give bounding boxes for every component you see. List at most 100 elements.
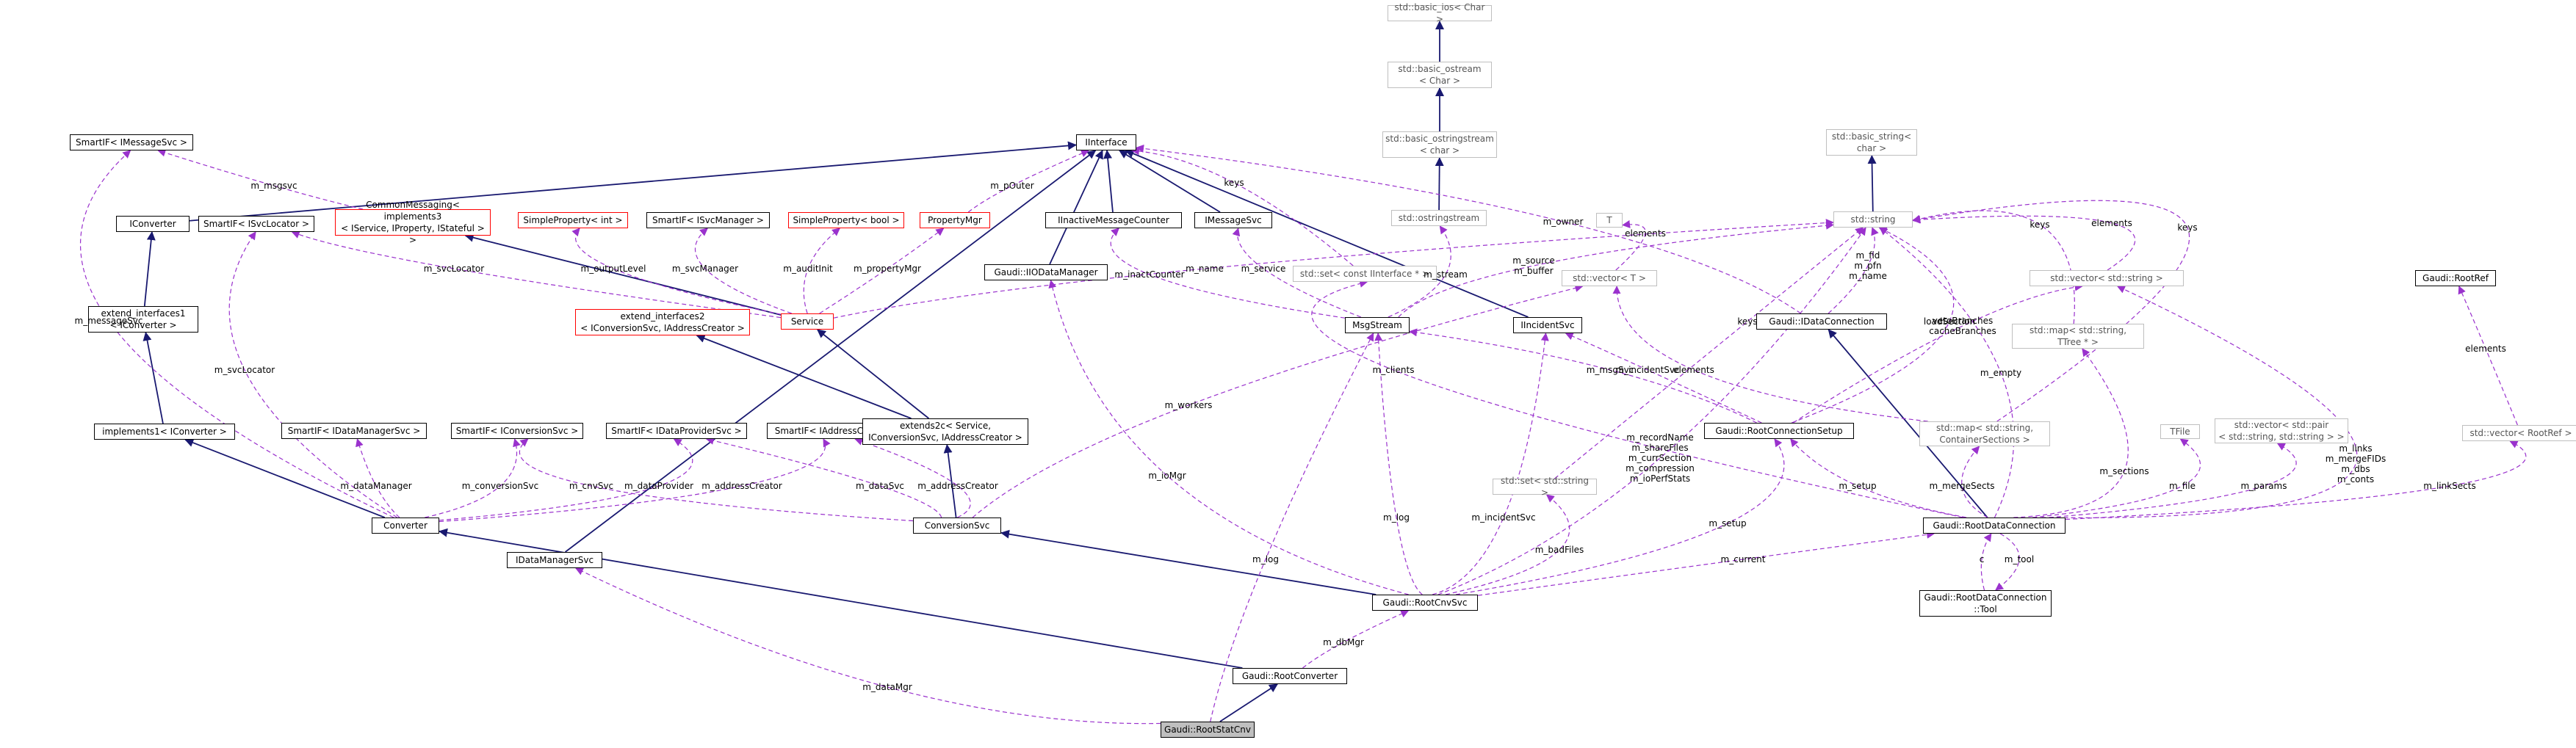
node-smart-ifisvc-manager[interactable]: SmartIF< ISvcManager > xyxy=(646,212,770,228)
edge-idata-manager-svc-to-gaudi-root-stat-cnv xyxy=(574,567,1161,725)
edge-smart-ifidata-provider-svc-to-conversion-svc xyxy=(705,436,942,518)
node-service[interactable]: Service xyxy=(781,313,834,330)
edge-vec-root-ref-to-gaudi-root-data-connection xyxy=(2065,440,2527,520)
node-implements1[interactable]: implements1< IConverter > xyxy=(94,424,235,440)
edge-label-iincident-svc-gaudi-root-cnv-svc: m_incidentSvc xyxy=(1471,512,1536,523)
node-iinactive-message-counter[interactable]: IInactiveMessageCounter xyxy=(1045,212,1182,228)
edge-msg-stream-to-gaudi-root-stat-cnv xyxy=(1210,333,1374,722)
node-basic-ostringstream: std::basic_ostringstream < char > xyxy=(1382,131,1497,158)
edge-iincident-svc-to-gaudi-root-cnv-svc xyxy=(1432,333,1549,595)
edge-basic-ostringstream-to-ostringstream xyxy=(1435,157,1444,211)
edge-label-string-gaudi-root-data-connection: m_empty xyxy=(1980,368,2022,378)
edge-label-map-container-gaudi-root-data-connection: m_mergeSects xyxy=(1929,481,1995,491)
edge-label-ostringstream-msg-stream: m_stream xyxy=(1424,269,1468,280)
node-iinterface[interactable]: IInterface xyxy=(1076,134,1136,150)
edge-vec-t-to-map-container xyxy=(1612,286,1928,422)
node-converter[interactable]: Converter xyxy=(372,518,439,534)
edge-label-vec-t-map-container: elements xyxy=(1673,365,1714,375)
edge-smart-ificonversion-svc-to-converter xyxy=(425,438,521,518)
edge-smart-ifisvc-manager-to-service xyxy=(694,228,792,314)
node-gaudi-root-cnv-svc[interactable]: Gaudi::RootCnvSvc xyxy=(1372,595,1478,611)
edge-gaudi-idata-connection-to-gaudi-root-data-connection xyxy=(1828,329,1988,518)
edge-label-set-iinterface-gaudi-root-data-connection: m_clients xyxy=(1372,365,1415,375)
node-gaudi-root-data-connection[interactable]: Gaudi::RootDataConnection xyxy=(1923,518,2066,534)
node-vec-pair: std::vector< std::pair < std::string, st… xyxy=(2215,418,2348,443)
edge-vec-pair-to-gaudi-root-data-connection xyxy=(2049,443,2297,518)
edge-smart-ifidata-manager-svc-to-converter xyxy=(356,438,400,518)
node-conversion-svc[interactable]: ConversionSvc xyxy=(913,518,1001,534)
edge-label-smart-ifimessage-svc-common-messaging: m_msgsvc xyxy=(250,181,297,191)
edge-gaudi-root-data-connection-to-gaudi-root-cnv-svc xyxy=(1477,530,1935,596)
edge-iconverter-to-extend-interfaces1 xyxy=(143,231,156,307)
node-imessage-svc[interactable]: IMessageSvc xyxy=(1194,212,1272,228)
edge-property-mgr-to-service xyxy=(819,228,945,314)
edge-label-smart-ifisvc-locator-converter: m_svcLocator xyxy=(214,365,275,375)
edge-simple-property-bool-to-service xyxy=(803,228,841,314)
node-smart-ifidata-provider-svc[interactable]: SmartIF< IDataProviderSvc > xyxy=(606,423,747,439)
node-gaudi-root-connection-setup[interactable]: Gaudi::RootConnectionSetup xyxy=(1704,423,1854,439)
node-gaudi-root-converter[interactable]: Gaudi::RootConverter xyxy=(1233,668,1347,684)
edge-label-smart-ifisvc-manager-service: m_svcManager xyxy=(671,264,739,274)
node-gaudi-root-stat-cnv[interactable]: Gaudi::RootStatCnv xyxy=(1161,722,1255,738)
edge-label-map-ttree-gaudi-root-data-connection: m_sections xyxy=(2099,466,2149,476)
node-string: std::string xyxy=(1833,211,1913,228)
node-iconverter[interactable]: IConverter xyxy=(116,216,190,232)
node-idata-manager-svc[interactable]: IDataManagerSvc xyxy=(507,552,602,568)
node-gaudi-root-data-connection-tool[interactable]: Gaudi::RootDataConnection ::Tool xyxy=(1919,590,2052,617)
edge-iinterface-to-property-mgr xyxy=(967,149,1089,213)
node-property-mgr[interactable]: PropertyMgr xyxy=(920,212,990,228)
edge-gaudi-root-ref-to-vec-root-ref xyxy=(2458,286,2518,426)
edge-smart-ifiaddress-creator-to-conversion-svc xyxy=(854,437,971,518)
edge-label-smart-ifiaddress-creator-converter: m_addressCreator xyxy=(701,481,782,491)
edge-label-iinterface-set-iinterface: keys xyxy=(1224,178,1244,188)
edge-map-ttree-to-gaudi-root-data-connection xyxy=(2013,348,2129,518)
edge-label-simple-property-int-service: m_outputLevel xyxy=(580,264,646,274)
edge-label-smart-ificonversion-svc-converter: m_conversionSvc xyxy=(461,481,539,491)
edge-label-smart-ifidata-provider-svc-conversion-svc: m_dataSvc xyxy=(855,481,905,491)
edge-string-to-gaudi-root-data-connection xyxy=(1879,227,2015,518)
edge-label-iinterface-property-mgr: m_pOuter xyxy=(990,181,1034,191)
edge-label-string-msg-stream: m_source m_buffer xyxy=(1512,255,1555,276)
edge-label-msg-stream-gaudi-root-connection-setup: m_msgSvc xyxy=(1586,365,1634,375)
edge-msg-stream-to-gaudi-root-connection-setup xyxy=(1409,328,1757,424)
edge-service-to-extends2c xyxy=(817,329,930,419)
node-basic-string: std::basic_string< char > xyxy=(1826,129,1917,156)
edge-conversion-svc-to-gaudi-root-cnv-svc xyxy=(1000,529,1377,595)
edge-label-gaudi-root-ref-vec-root-ref: elements xyxy=(2465,344,2506,354)
edge-label-smart-ificonversion-svc-conversion-svc: m_cnvSvc xyxy=(569,481,614,491)
edge-label-string-service: m_name xyxy=(1186,264,1224,274)
node-extends2c[interactable]: extends2c< Service, IConversionSvc, IAdd… xyxy=(862,418,1028,445)
edge-map-container-to-gaudi-root-data-connection xyxy=(1961,446,1988,518)
node-smart-ifimessage-svc[interactable]: SmartIF< IMessageSvc > xyxy=(70,134,193,150)
node-simple-property-bool[interactable]: SimpleProperty< bool > xyxy=(788,212,904,228)
node-gaudi-idata-connection[interactable]: Gaudi::IDataConnection xyxy=(1756,313,1887,330)
node-smart-ificonversion-svc[interactable]: SmartIF< IConversionSvc > xyxy=(451,423,583,439)
node-smart-ifidata-manager-svc[interactable]: SmartIF< IDataManagerSvc > xyxy=(281,423,427,439)
node-gaudi-root-ref[interactable]: Gaudi::RootRef xyxy=(2415,270,2496,286)
edge-iinterface-to-gaudi-iiodata-manager xyxy=(1049,150,1103,265)
edge-set-iinterface-to-gaudi-root-data-connection xyxy=(1311,279,1963,518)
edge-implements1-to-converter xyxy=(184,438,386,518)
node-common-messaging[interactable]: CommonMessaging< implements3 < IService,… xyxy=(335,200,491,245)
edge-iinterface-to-set-iinterface xyxy=(1130,147,1354,266)
edge-label-tfile-gaudi-root-data-connection: m_file xyxy=(2169,481,2196,491)
edge-gaudi-root-data-connection-to-gaudi-root-data-connection-tool xyxy=(1980,533,1992,591)
edge-label-vec-pair-gaudi-root-data-connection: m_params xyxy=(2240,481,2287,491)
edge-string-to-set-string xyxy=(1554,227,1864,479)
node-gaudi-iiodata-manager[interactable]: Gaudi::IIODataManager xyxy=(984,264,1108,280)
node-extend-interfaces2[interactable]: extend_interfaces2 < IConversionSvc, IAd… xyxy=(575,309,750,335)
node-iincident-svc[interactable]: IIncidentSvc xyxy=(1513,317,1582,333)
node-extend-interfaces1[interactable]: extend_interfaces1 < IConverter > xyxy=(88,306,198,333)
edge-label-string-map-ttree: keys xyxy=(2030,219,2050,230)
edge-label-gaudi-root-data-connection-gaudi-root-data-connection-tool: c xyxy=(1979,554,1985,564)
node-smart-ifisvc-locator[interactable]: SmartIF< ISvcLocator > xyxy=(198,216,314,232)
edge-label-smart-ifidata-provider-svc-converter: m_dataProvider xyxy=(624,481,694,491)
node-msg-stream[interactable]: MsgStream xyxy=(1345,317,1410,333)
edge-extends2c-to-conversion-svc xyxy=(943,444,957,518)
edge-vec-string-to-gaudi-root-data-connection xyxy=(2041,286,2358,518)
edge-label-imessage-svc-msg-stream: m_service xyxy=(1241,264,1286,274)
edge-label-string-gaudi-idata-connection: m_fid m_pfn m_name xyxy=(1849,250,1887,281)
node-simple-property-int[interactable]: SimpleProperty< int > xyxy=(518,212,628,228)
edge-iinterface-to-gaudi-idata-connection xyxy=(1136,144,1801,314)
edge-smart-ifisvc-locator-to-service xyxy=(291,230,782,319)
